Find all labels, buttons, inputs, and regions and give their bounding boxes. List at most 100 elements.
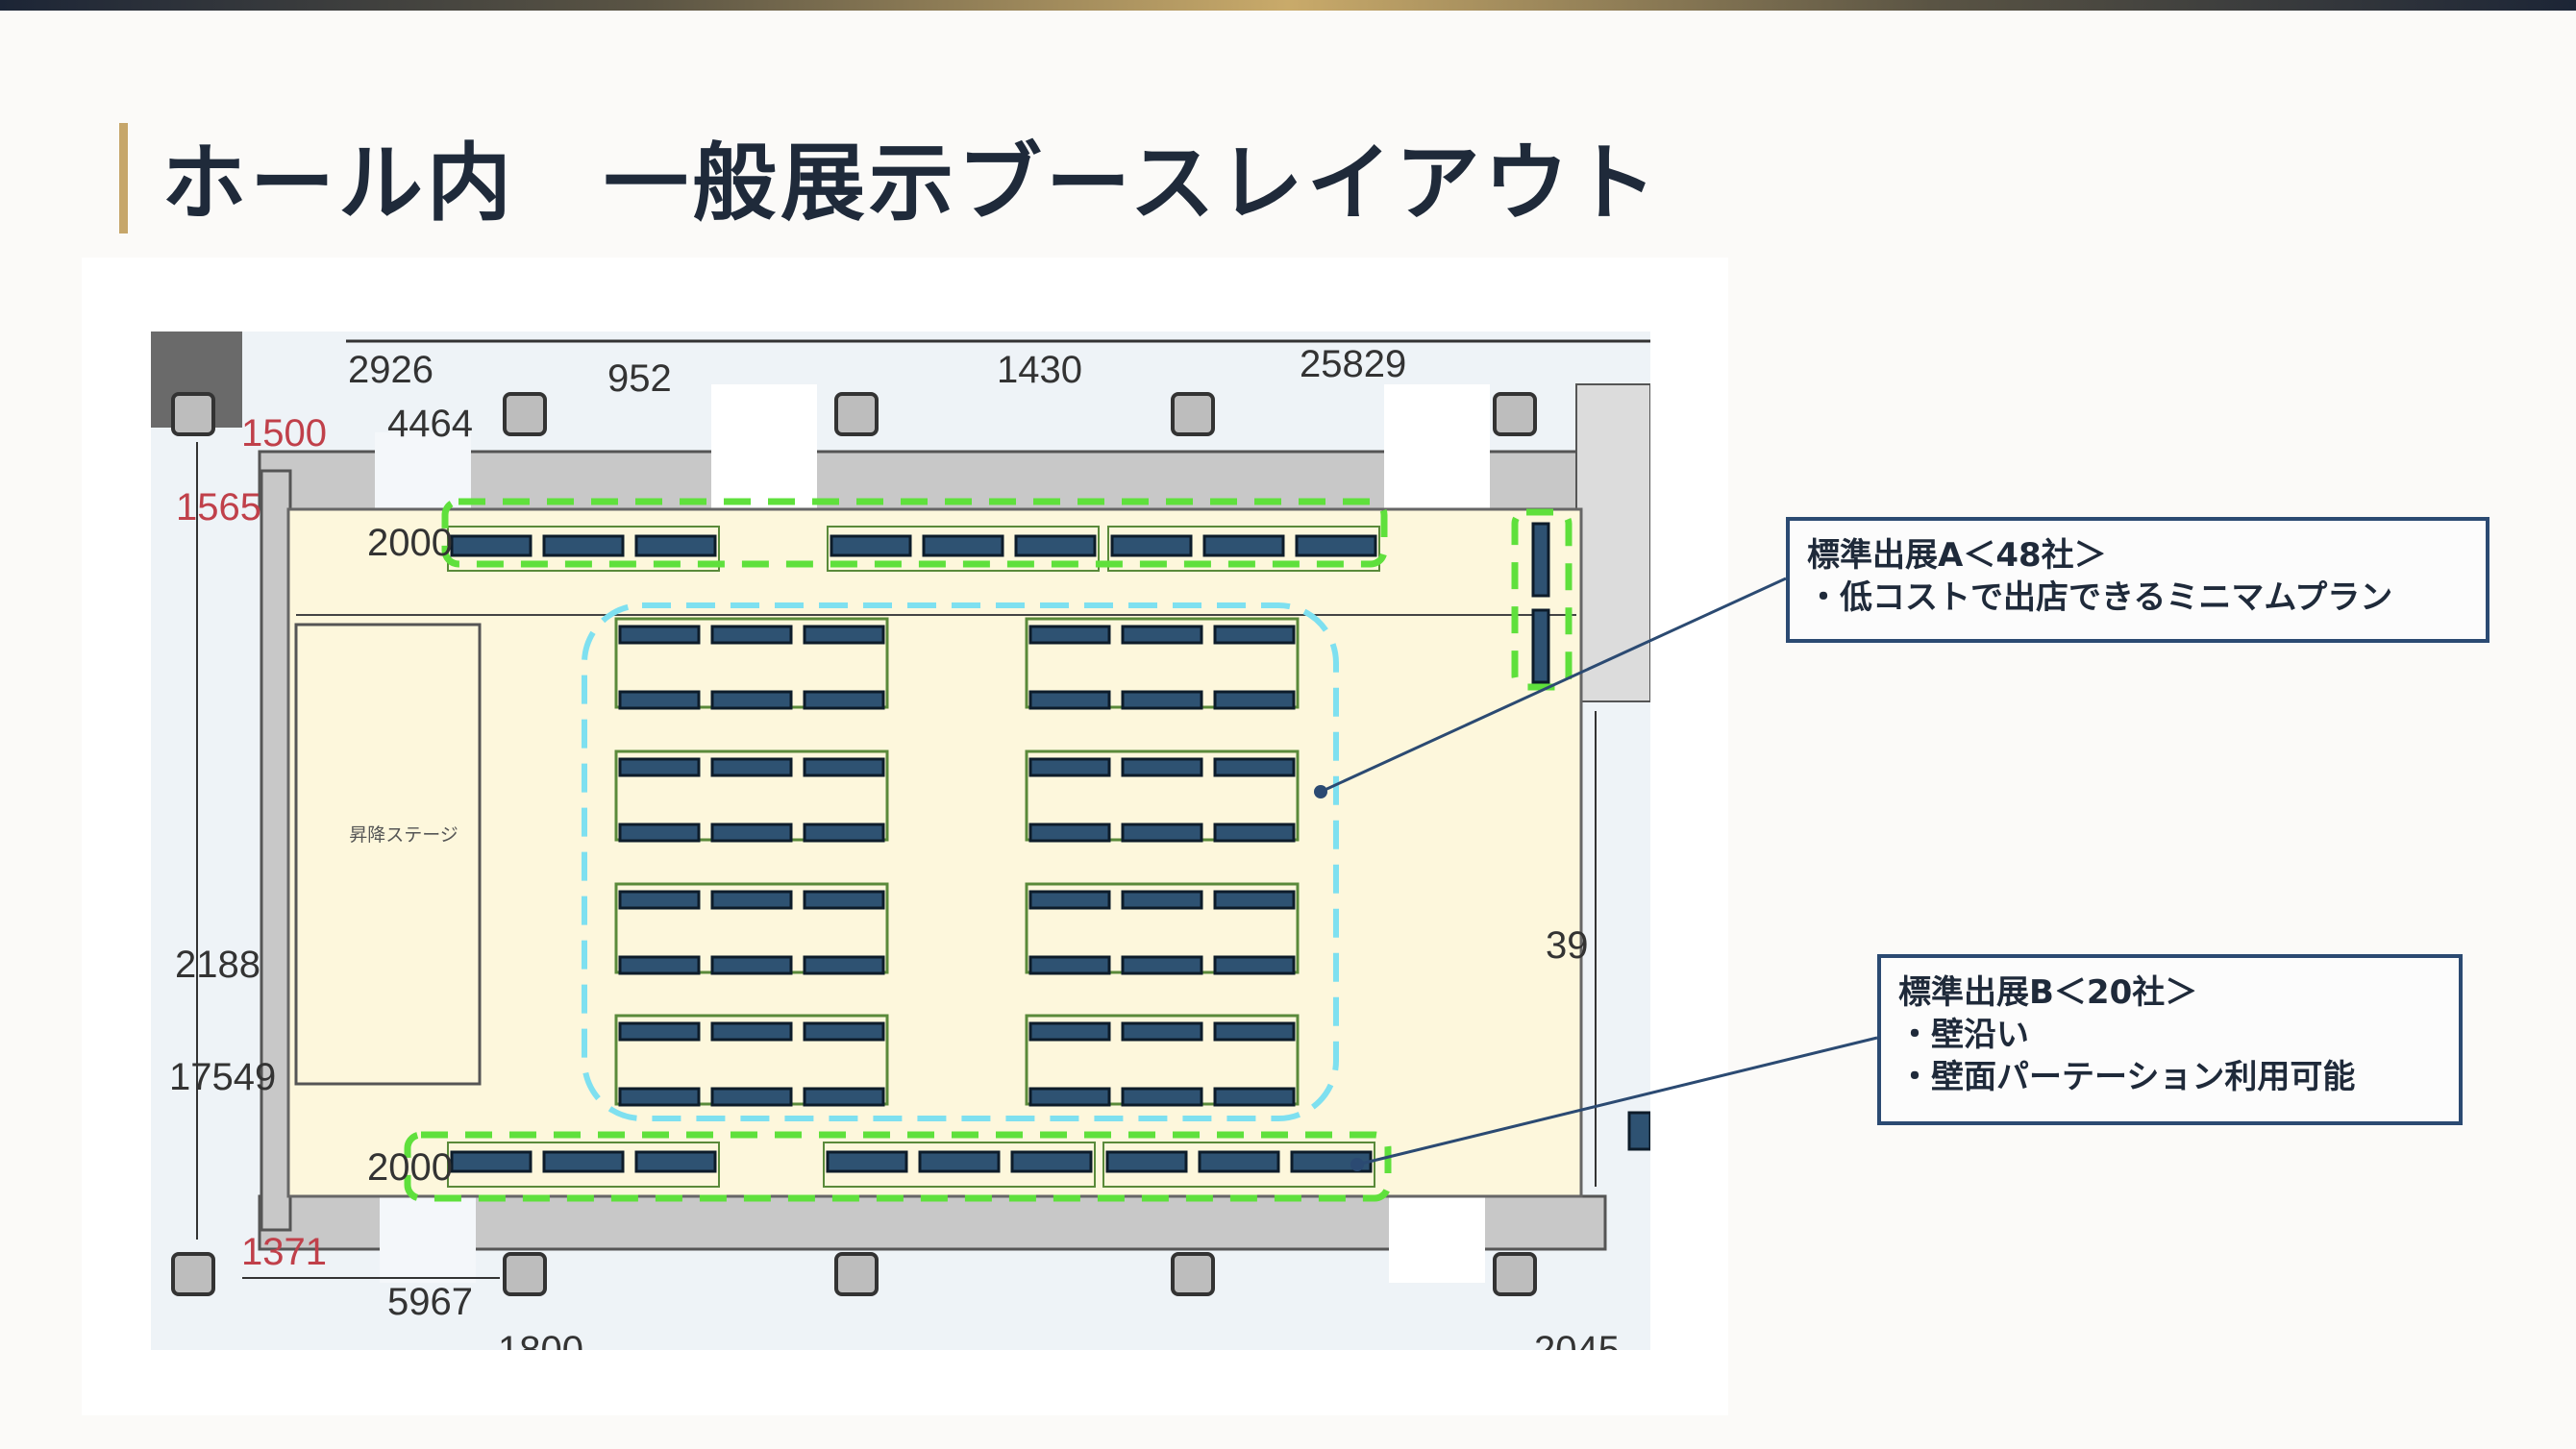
- booth[interactable]: [1014, 534, 1097, 557]
- callout-a-bullet: ・低コストで出店できるミニマムプラン: [1807, 578, 2393, 617]
- booth[interactable]: [1213, 955, 1296, 975]
- zone-b-outline-right: [1511, 508, 1573, 691]
- booth[interactable]: [922, 534, 1004, 557]
- stage: [294, 623, 482, 1086]
- booth[interactable]: [1213, 1087, 1296, 1107]
- booth[interactable]: [803, 1087, 885, 1107]
- booth-block-frame: [827, 526, 1100, 572]
- booth[interactable]: [1295, 534, 1377, 557]
- booth[interactable]: [710, 1087, 793, 1107]
- structural-column: [1493, 1252, 1537, 1296]
- booth[interactable]: [542, 534, 625, 557]
- booth[interactable]: [542, 1150, 625, 1173]
- booth[interactable]: [1531, 522, 1550, 598]
- booth[interactable]: [634, 1150, 717, 1173]
- booth[interactable]: [1028, 690, 1111, 710]
- booth[interactable]: [450, 1150, 533, 1173]
- structural-column: [171, 392, 215, 436]
- title-accent-bar: [119, 123, 128, 233]
- booth[interactable]: [710, 757, 793, 777]
- booth[interactable]: [1028, 625, 1111, 645]
- booth[interactable]: [1213, 757, 1296, 777]
- callout-b-bullet: ・壁沿い: [1898, 1016, 2029, 1054]
- booth[interactable]: [1627, 1111, 1650, 1151]
- dimension-label-d2000-bottom: 2000: [367, 1146, 453, 1189]
- door-top-1: [711, 384, 817, 509]
- top-accent-bar: [0, 0, 2576, 11]
- booth[interactable]: [803, 757, 885, 777]
- booth[interactable]: [803, 625, 885, 645]
- booth[interactable]: [1110, 534, 1193, 557]
- booth[interactable]: [1121, 625, 1203, 645]
- booth[interactable]: [618, 690, 701, 710]
- dimension-label-d952: 952: [607, 357, 672, 400]
- booth[interactable]: [1198, 1150, 1280, 1173]
- booth[interactable]: [1213, 823, 1296, 843]
- booth-block-frame: [1107, 526, 1380, 572]
- booth[interactable]: [710, 690, 793, 710]
- booth[interactable]: [1028, 1087, 1111, 1107]
- booth[interactable]: [618, 955, 701, 975]
- booth[interactable]: [1213, 625, 1296, 645]
- booth[interactable]: [1028, 955, 1111, 975]
- booth[interactable]: [803, 823, 885, 843]
- booth[interactable]: [1202, 534, 1285, 557]
- booth[interactable]: [830, 534, 912, 557]
- booth[interactable]: [1213, 1021, 1296, 1042]
- booth[interactable]: [1105, 1150, 1188, 1173]
- booth[interactable]: [618, 625, 701, 645]
- booth[interactable]: [803, 890, 885, 910]
- booth[interactable]: [1213, 690, 1296, 710]
- booth[interactable]: [618, 823, 701, 843]
- dimension-label-d4464: 4464: [387, 403, 473, 445]
- booth[interactable]: [618, 1021, 701, 1042]
- structural-column: [503, 1252, 547, 1296]
- booth[interactable]: [450, 534, 533, 557]
- booth[interactable]: [803, 955, 885, 975]
- booth[interactable]: [803, 1021, 885, 1042]
- booth[interactable]: [1028, 757, 1111, 777]
- booth-block-frame: [1102, 1142, 1375, 1188]
- stairs: [1575, 383, 1650, 702]
- dimension-label-d17549: 17549: [169, 1056, 276, 1098]
- booth[interactable]: [1121, 757, 1203, 777]
- booth[interactable]: [1028, 890, 1111, 910]
- booth[interactable]: [710, 955, 793, 975]
- booth[interactable]: [1213, 890, 1296, 910]
- booth[interactable]: [1121, 890, 1203, 910]
- callout-a-leader: [1320, 577, 1787, 794]
- booth[interactable]: [1531, 608, 1550, 684]
- booth[interactable]: [918, 1150, 1001, 1173]
- booth[interactable]: [826, 1150, 908, 1173]
- structural-column: [1493, 392, 1537, 436]
- booth[interactable]: [1121, 1021, 1203, 1042]
- callout-b-leader: [1356, 1036, 1878, 1167]
- zone-b-outline-top: [441, 498, 1388, 568]
- booth[interactable]: [1028, 1021, 1111, 1042]
- booth[interactable]: [618, 1087, 701, 1107]
- booth[interactable]: [710, 890, 793, 910]
- callout-standard-a: 標準出展A＜48社＞ ・低コストで出店できるミニマムプラン: [1786, 517, 2489, 643]
- booth[interactable]: [710, 823, 793, 843]
- booth[interactable]: [1121, 690, 1203, 710]
- booth[interactable]: [1010, 1150, 1093, 1173]
- booth[interactable]: [710, 625, 793, 645]
- dimension-label-d1565: 1565: [176, 486, 261, 528]
- zone-b-outline-bottom: [404, 1131, 1392, 1202]
- dimension-label-d1800: 1800: [498, 1329, 583, 1371]
- callout-b-leader-dot: [1350, 1158, 1364, 1171]
- booth[interactable]: [1121, 955, 1203, 975]
- dimension-label-d1371: 1371: [241, 1231, 327, 1273]
- booth[interactable]: [803, 690, 885, 710]
- booth[interactable]: [618, 890, 701, 910]
- booth[interactable]: [1121, 1087, 1203, 1107]
- callout-b-title: 標準出展B＜20社＞: [1898, 973, 2198, 1012]
- hall-floor: [286, 507, 1583, 1198]
- booth[interactable]: [618, 757, 701, 777]
- door-top-left: [375, 432, 471, 509]
- callout-standard-b: 標準出展B＜20社＞ ・壁沿い ・壁面パーテーション利用可能: [1877, 954, 2463, 1125]
- booth[interactable]: [1121, 823, 1203, 843]
- booth[interactable]: [634, 534, 717, 557]
- booth[interactable]: [1028, 823, 1111, 843]
- booth[interactable]: [710, 1021, 793, 1042]
